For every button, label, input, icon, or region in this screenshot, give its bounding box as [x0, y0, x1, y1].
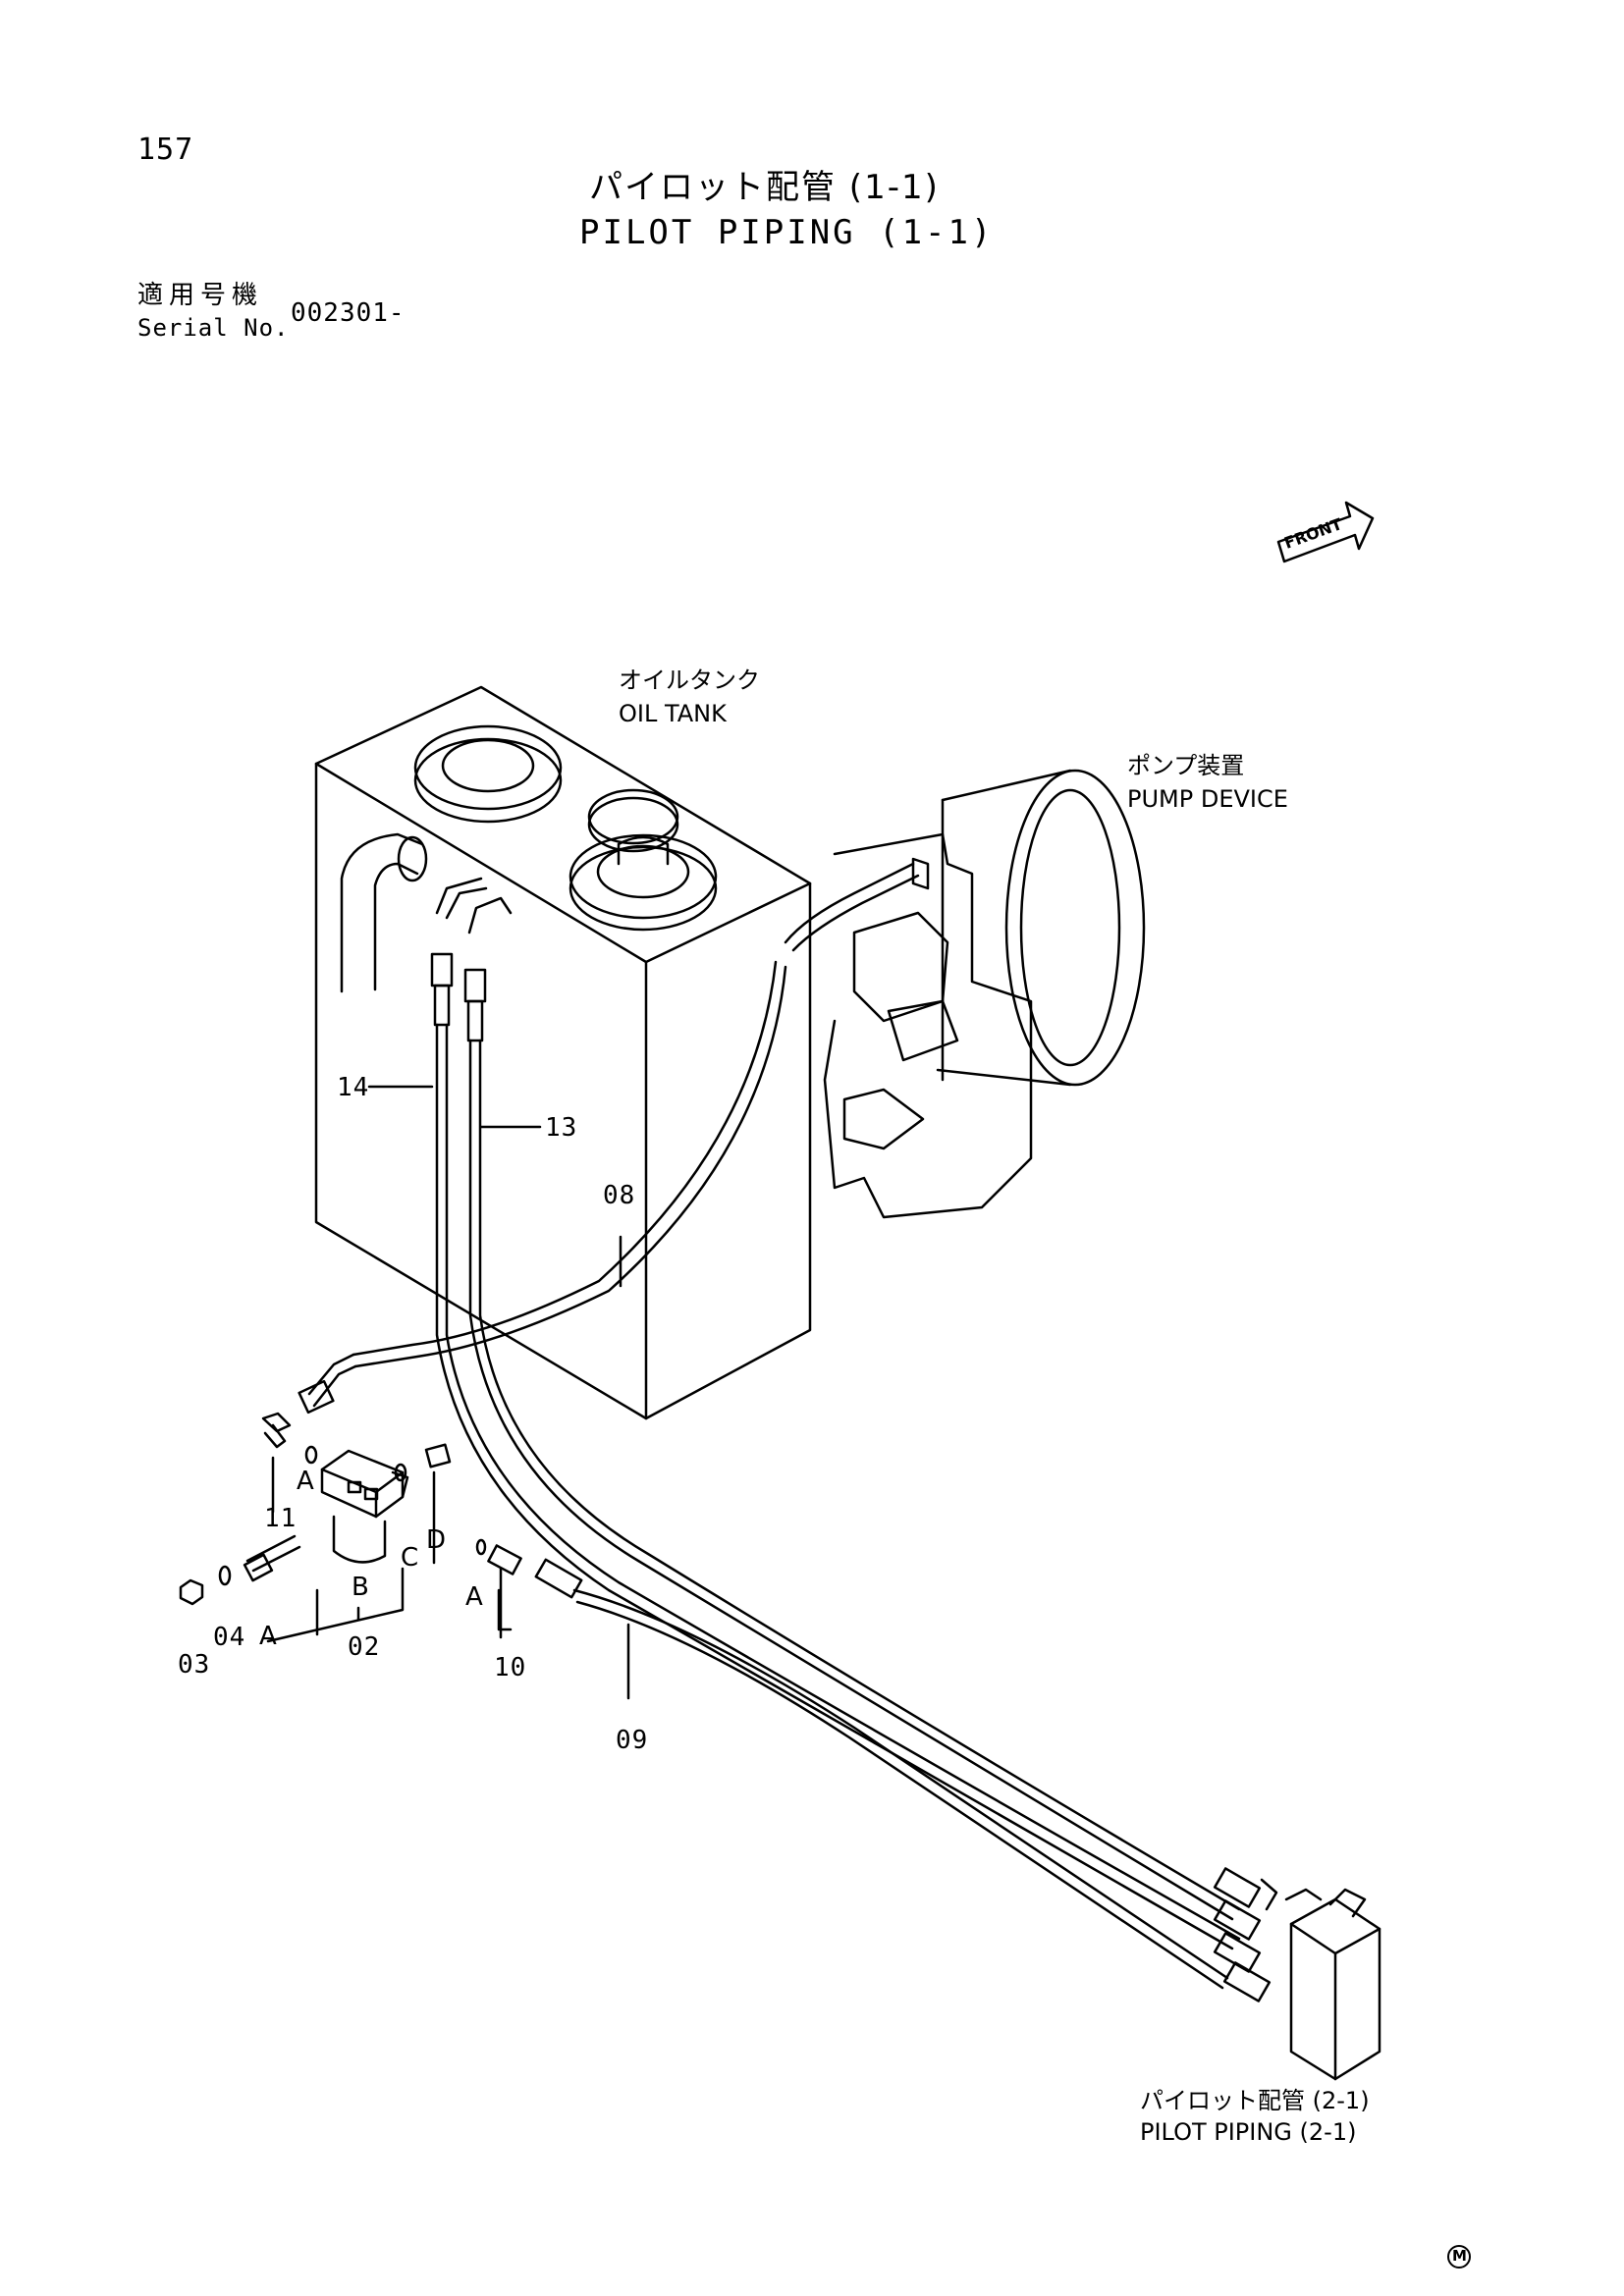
oil-tank-label-jp: オイルタンク [619, 667, 760, 694]
leader-lines [367, 1085, 630, 1700]
callout-letter-a-fitting: A [465, 1582, 483, 1612]
oil-tank [314, 685, 812, 1420]
pilot-next-label-en: PILOT PIPING (2-1) [1140, 2118, 1357, 2146]
hose-08 [298, 960, 787, 1415]
footer-mark: M [1452, 2247, 1467, 2265]
page-number: 157 [137, 133, 194, 167]
part-number-13: 13 [545, 1113, 578, 1143]
hose-14 [430, 952, 1241, 1950]
page-title-en: PILOT PIPING (1-1) [579, 213, 995, 252]
part-number-14: 14 [337, 1073, 370, 1102]
pilot-next-label-jp: パイロット配管 (2-1) [1140, 2087, 1370, 2114]
hose-09 [534, 1558, 1229, 1990]
pilot-valve-block [1289, 1888, 1381, 2081]
fitting-10 [475, 1538, 522, 1631]
part-number-09: 09 [616, 1726, 649, 1755]
part-number-03: 03 [178, 1650, 211, 1680]
filter-assembly-02 [179, 1412, 452, 1643]
oil-tank-label-en: OIL TANK [619, 700, 727, 727]
serial-value: 002301- [291, 298, 406, 328]
hose-end-fittings [1213, 1867, 1323, 2002]
pump-label-jp: ポンプ装置 [1127, 752, 1245, 779]
callout-letter-c: C [401, 1543, 419, 1573]
part-number-10: 10 [494, 1653, 527, 1682]
page-title-jp: パイロット配管 (1-1) [589, 168, 940, 207]
pump-label-en: PUMP DEVICE [1127, 785, 1288, 813]
front-arrow-icon [1276, 501, 1375, 563]
part-number-02: 02 [348, 1632, 381, 1662]
callout-letter-d: D [426, 1525, 447, 1555]
serial-label-en: Serial No. [137, 314, 290, 342]
hose-13 [463, 968, 1241, 1921]
serial-label-jp: 適用号機 [137, 281, 264, 310]
callout-letter-b: B [352, 1573, 369, 1602]
callout-letter-a-bolt: A [259, 1622, 277, 1651]
part-number-11: 11 [264, 1504, 298, 1533]
pump-device [784, 769, 1146, 1219]
part-number-08: 08 [603, 1181, 636, 1210]
part-number-04: 04 [213, 1623, 246, 1652]
callout-letter-a-upper: A [297, 1467, 314, 1496]
footer-m-mark-circle [1447, 2245, 1471, 2269]
